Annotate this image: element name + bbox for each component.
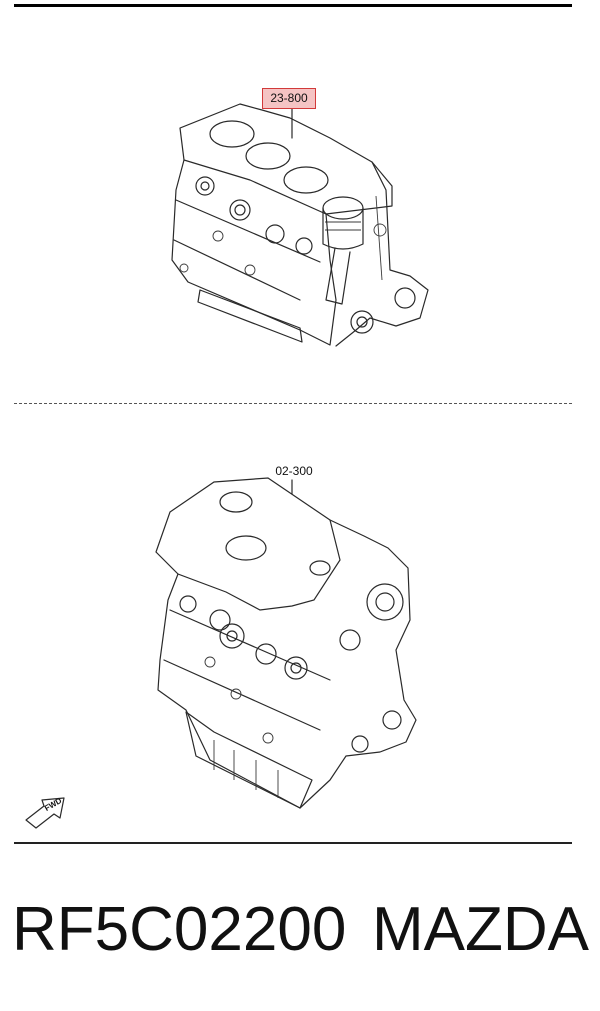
brand-name: MAZDA: [372, 895, 589, 964]
part-callout-02-300[interactable]: 02-300: [275, 464, 313, 478]
engine-block-illustration: [171, 103, 429, 347]
engine-long-block-illustration: [25, 477, 417, 829]
part-callout-23-800[interactable]: 23-800: [262, 88, 316, 109]
bottom-rule: [14, 842, 572, 844]
top-rule: [14, 4, 572, 7]
part-number: RF5C02200: [12, 895, 347, 964]
section-divider: [14, 403, 572, 404]
